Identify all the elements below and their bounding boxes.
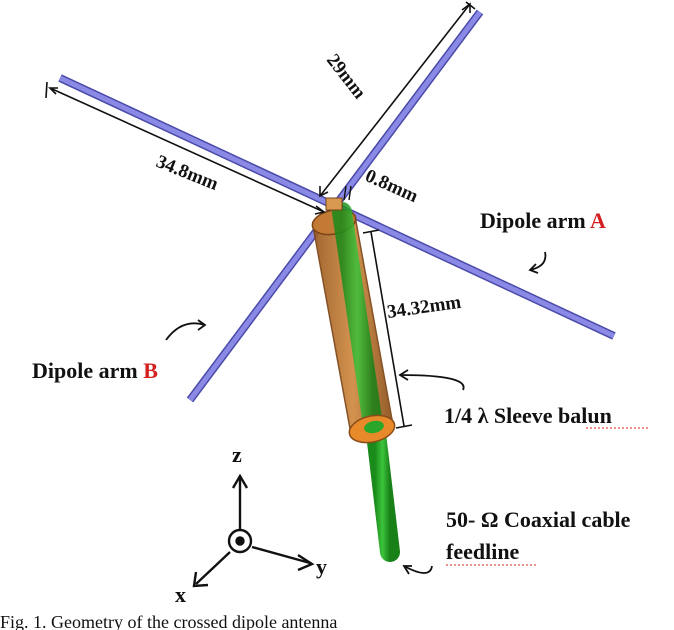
dimension-label-0-8mm: 0.8mm (362, 165, 421, 207)
label-dipole-arm-a: Dipole arm A (480, 208, 606, 233)
axis-label-x: x (175, 582, 186, 607)
arrow-arm-b (165, 322, 206, 341)
label-sleeve-balun: 1/4 λ Sleeve balun (444, 403, 612, 428)
dimension-arm-a (319, 1, 476, 198)
axis-label-y: y (316, 554, 327, 579)
sleeve-balun (311, 202, 396, 444)
dimension-arm-b (45, 81, 326, 215)
dimension-label-29mm: 29mm (322, 50, 370, 103)
label-coaxial-cable: 50- Ω Coaxial cable (446, 507, 631, 532)
coaxial-cable (365, 415, 400, 562)
feed-point (325, 197, 343, 211)
figure-caption: Fig. 1. Geometry of the crossed dipole a… (0, 612, 337, 630)
dimension-label-34-32mm: 34.32mm (386, 292, 463, 323)
dimension-gap (343, 185, 352, 201)
arrow-arm-a (529, 251, 547, 271)
pointer-arrows (165, 251, 547, 575)
dimension-label-34-8mm: 34.8mm (153, 151, 221, 195)
dimension-balun (362, 229, 413, 429)
axis-label-z: z (232, 442, 242, 467)
arrow-feedline (403, 565, 433, 574)
label-feedline: feedline (446, 539, 520, 564)
label-dipole-arm-b: Dipole arm B (32, 358, 158, 383)
arrow-balun (399, 374, 465, 391)
coordinate-axes (192, 473, 315, 588)
